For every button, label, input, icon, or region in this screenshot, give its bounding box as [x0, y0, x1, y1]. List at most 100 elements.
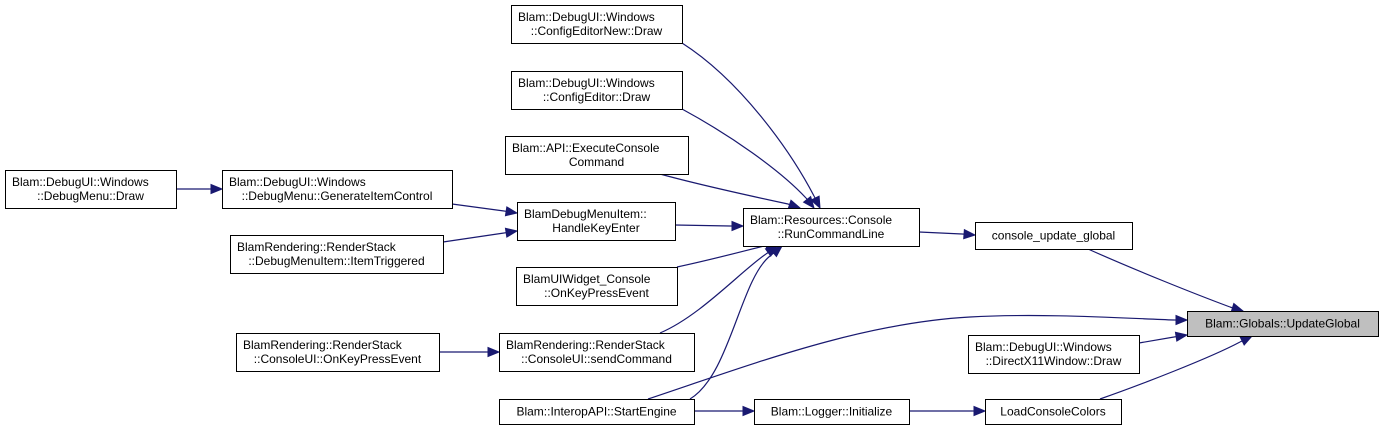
node-debug_menu_draw[interactable]: Blam::DebugUI::Windows::DebugMenu::Draw: [5, 170, 177, 209]
node-label-line: LoadConsoleColors: [1000, 405, 1105, 419]
node-ui_widget_console[interactable]: BlamUIWidget_Console::OnKeyPressEvent: [516, 267, 678, 306]
edge-line: [1138, 336, 1175, 344]
node-label-line: HandleKeyEnter: [552, 221, 639, 235]
node-load_console_colors[interactable]: LoadConsoleColors: [985, 399, 1122, 425]
node-label-line: ::ConfigEditor::Draw: [543, 90, 651, 104]
edge-line: [918, 231, 963, 235]
node-label-line: ::ConfigEditorNew::Draw: [531, 24, 663, 38]
arrowhead: [210, 183, 224, 195]
node-label-line: Blam::InteropAPI::StartEngine: [516, 405, 676, 419]
edge-debug_menu_generate-to-debug_menu_item_handle: [451, 203, 519, 217]
node-label-line: Blam::API::ExecuteConsole: [512, 141, 660, 155]
node-label-line: ::DebugMenu::GenerateItemControl: [242, 189, 433, 203]
node-box: [1187, 311, 1379, 337]
node-debug_menu_generate[interactable]: Blam::DebugUI::Windows::DebugMenu::Gener…: [222, 170, 453, 209]
node-label-line: Blam::Resources::Console: [750, 213, 892, 227]
edge-line: [681, 42, 815, 197]
node-label-line: ::DebugMenu::Draw: [37, 189, 144, 203]
node-update_global[interactable]: Blam::Globals::UpdateGlobal: [1187, 311, 1379, 337]
arrowhead: [1230, 302, 1245, 313]
node-box: [236, 333, 440, 372]
arrowhead: [1239, 335, 1254, 346]
edge-connector: [769, 252, 774, 257]
edge-debug_menu_draw-to-debug_menu_generate: [176, 183, 224, 195]
node-label-line: Blam::Logger::Initialize: [771, 405, 893, 419]
arrowhead: [787, 199, 802, 210]
node-label-line: Blam::DebugUI::Windows: [518, 76, 655, 90]
node-box: [743, 208, 920, 247]
arrowhead: [487, 346, 501, 358]
node-debug_menu_item_handle[interactable]: BlamDebugMenuItem::HandleKeyEnter: [517, 202, 676, 241]
node-label-line: Blam::DebugUI::Windows: [229, 175, 366, 189]
edge-run_command_line-to-console_update_global: [918, 228, 977, 240]
node-box: [505, 136, 689, 175]
edge-line: [647, 314, 1175, 400]
node-run_command_line[interactable]: Blam::Resources::Console::RunCommandLine: [743, 208, 920, 247]
edge-api_execute_console-to-run_command_line: [659, 173, 802, 210]
node-render_console_keypress[interactable]: BlamRendering::RenderStack::ConsoleUI::O…: [236, 333, 440, 372]
node-label-line: console_update_global: [992, 229, 1115, 243]
edge-line: [1087, 248, 1231, 308]
node-box: [511, 5, 683, 44]
node-label-line: Blam::Globals::UpdateGlobal: [1205, 317, 1360, 331]
node-label-line: ::ConsoleUI::sendCommand: [521, 352, 672, 366]
node-label-line: Command: [569, 155, 624, 169]
edge-interop_start_engine-to-update_global: [647, 314, 1189, 400]
arrowhead: [1175, 314, 1189, 326]
node-label-line: BlamRendering::RenderStack: [243, 338, 403, 352]
node-interop_start_engine[interactable]: Blam::InteropAPI::StartEngine: [499, 399, 695, 425]
edge-line: [659, 173, 789, 205]
arrowhead: [742, 405, 756, 417]
node-label-line: BlamUIWidget_Console: [523, 272, 651, 286]
node-logger_initialize[interactable]: Blam::Logger::Initialize: [754, 399, 910, 425]
node-box: [754, 399, 910, 425]
nodes-layer: Blam::Globals::UpdateGlobal console_updat…: [5, 5, 1379, 425]
arrowhead: [802, 195, 815, 210]
node-box: [5, 170, 177, 209]
arrowhead: [963, 228, 977, 240]
node-box: [230, 235, 444, 274]
edge-config_editor_new_draw-to-run_command_line: [681, 42, 821, 210]
edge-render_console_keypress-to-render_send_command: [439, 346, 501, 358]
edge-console_update_global-to-update_global: [1087, 248, 1245, 313]
edge-logger_initialize-to-load_console_colors: [909, 405, 987, 417]
edge-interop_start_engine-to-run_command_line: [689, 245, 784, 400]
node-box: [975, 222, 1133, 250]
node-box: [516, 267, 678, 306]
node-render_item_triggered[interactable]: BlamRendering::RenderStack::DebugMenuIte…: [230, 235, 444, 274]
node-label-line: Blam::DebugUI::Windows: [975, 340, 1112, 354]
node-config_editor_draw[interactable]: Blam::DebugUI::Windows::ConfigEditor::Dr…: [511, 71, 683, 110]
edge-line: [689, 255, 771, 400]
arrowhead: [973, 405, 987, 417]
node-directx11_draw[interactable]: Blam::DebugUI::Windows::DirectX11Window:…: [968, 335, 1140, 374]
node-box: [499, 333, 695, 372]
edge-debug_menu_item_handle-to-run_command_line: [674, 220, 745, 232]
edge-line: [674, 224, 731, 227]
node-console_update_global[interactable]: console_update_global: [975, 222, 1133, 250]
edge-directx11_draw-to-update_global: [1138, 331, 1189, 344]
edge-line: [681, 108, 807, 199]
edge-line: [451, 203, 505, 212]
node-label-line: ::ConsoleUI::OnKeyPressEvent: [254, 352, 422, 366]
node-label-line: BlamRendering::RenderStack: [506, 338, 666, 352]
edge-render_item_triggered-to-debug_menu_item_handle: [442, 227, 519, 243]
edge-line: [659, 253, 767, 334]
node-box: [499, 399, 695, 425]
node-render_send_command[interactable]: BlamRendering::RenderStack::ConsoleUI::s…: [499, 333, 695, 372]
edge-line: [442, 232, 505, 243]
node-label-line: ::OnKeyPressEvent: [544, 286, 649, 300]
edge-config_editor_draw-to-run_command_line: [681, 108, 815, 210]
edge-interop_start_engine-to-logger_initialize: [694, 405, 756, 417]
edge-line: [676, 245, 765, 268]
arrowhead: [769, 245, 784, 258]
arrowhead: [504, 227, 519, 238]
node-label-line: ::DebugMenuItem::ItemTriggered: [248, 254, 424, 268]
node-config_editor_new_draw[interactable]: Blam::DebugUI::Windows::ConfigEditorNew:…: [511, 5, 683, 44]
node-box: [517, 202, 676, 241]
node-label-line: BlamRendering::RenderStack: [237, 240, 397, 254]
node-label-line: ::DirectX11Window::Draw: [986, 354, 1122, 368]
edge-line: [1099, 341, 1241, 400]
edges-layer: [176, 42, 1254, 417]
